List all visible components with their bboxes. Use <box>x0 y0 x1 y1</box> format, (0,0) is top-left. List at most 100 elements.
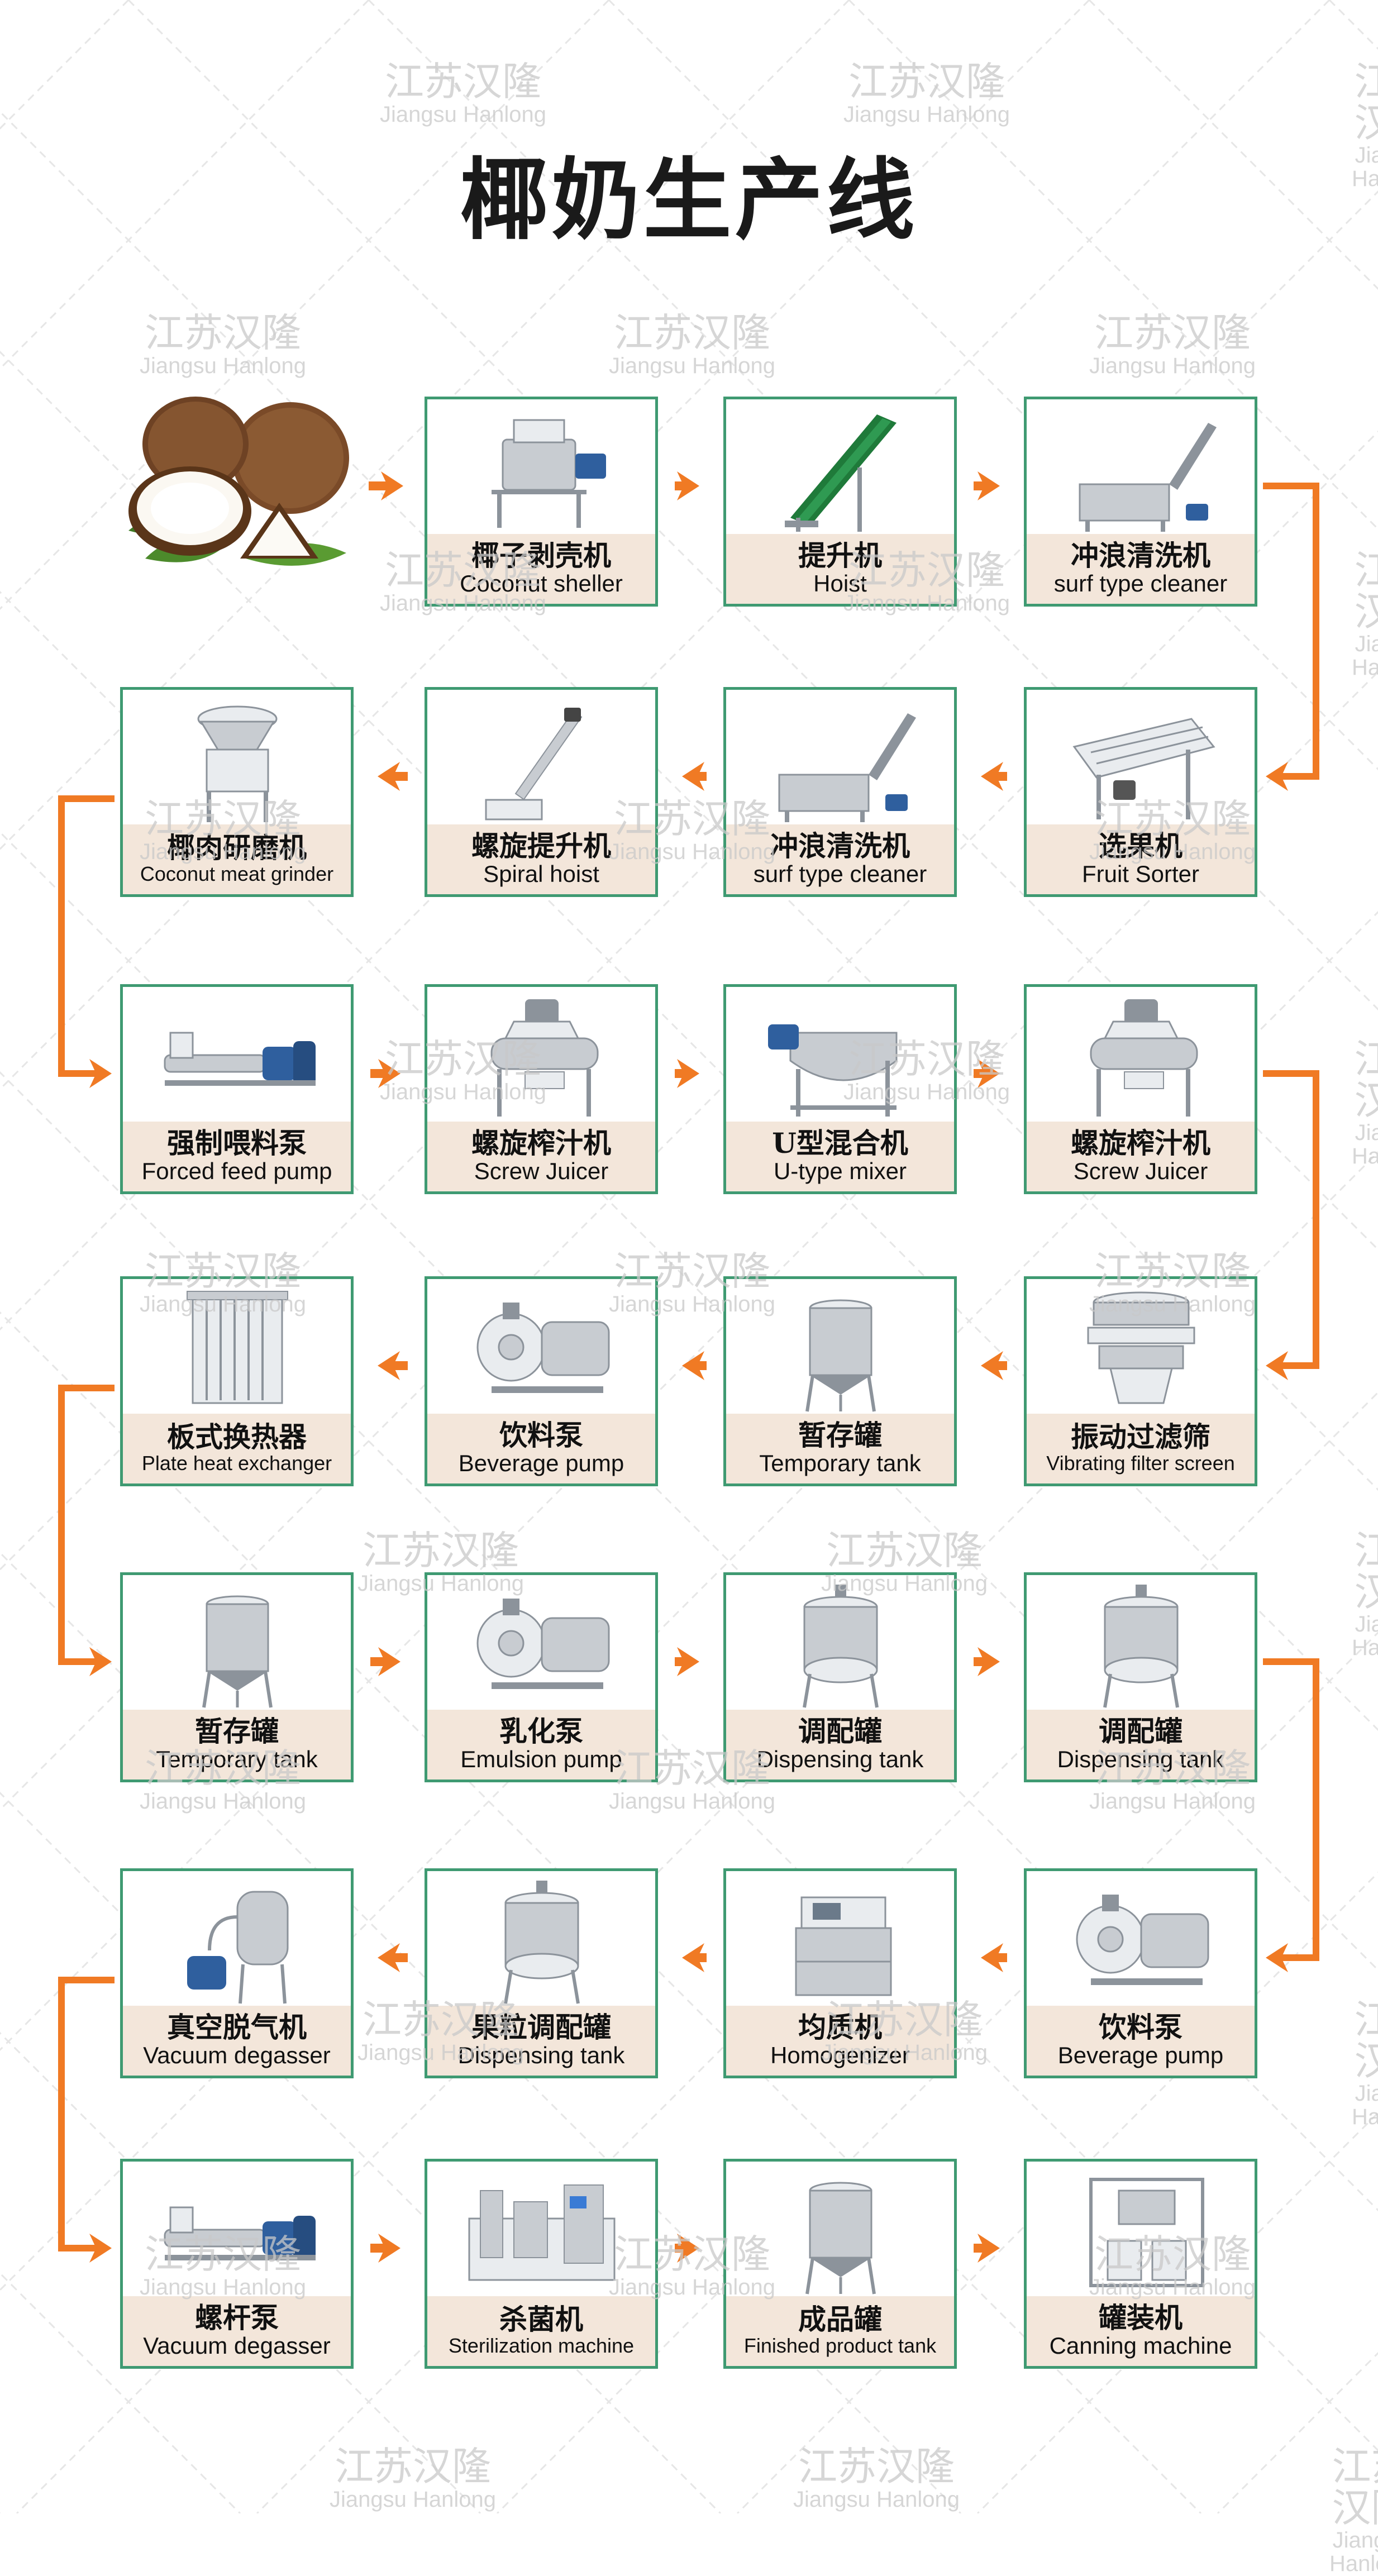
row-connector <box>1263 483 1319 780</box>
watermark-cn: 江苏汉隆 <box>1354 1528 1378 1615</box>
step-name-cn: 板式换热器 <box>167 1420 307 1454</box>
step-name-cn: 饮料泵 <box>499 1419 583 1452</box>
mixing-tank-icon <box>803 1585 879 1708</box>
step-name-en: Coconut meat grinder <box>140 862 334 885</box>
screw-pump-icon <box>164 1032 316 1086</box>
watermark-cn: 江苏汉隆 <box>1354 1036 1378 1123</box>
step-label: 罐装机 Canning machine <box>1027 2296 1255 2366</box>
pump-icon <box>1076 1895 1209 1985</box>
step-card: 真空脱气机 Vacuum degasser <box>120 1868 354 2078</box>
step-label: 螺杆泵 Vacuum degasser <box>123 2296 351 2366</box>
sterilizer-icon <box>468 2184 616 2281</box>
step-name-cn: 成品罐 <box>798 2303 882 2336</box>
step-name-en: Beverage pump <box>1057 2041 1224 2068</box>
watermark-cn: 江苏汉隆 <box>1332 2444 1378 2531</box>
watermark-cn: 江苏汉隆 <box>1094 1745 1251 1791</box>
row-connector <box>1263 1658 1319 1961</box>
watermark-cn: 江苏汉隆 <box>363 1997 519 2043</box>
step-name-cn: U型混合机 <box>772 1127 908 1160</box>
watermark-en: Jiangsu Hanlong <box>1089 839 1256 864</box>
tank-icon <box>805 2182 876 2294</box>
watermark-en: Jiangsu Hanlong <box>1352 1120 1378 1168</box>
watermark-en: Jiangsu Hanlong <box>380 102 546 127</box>
watermark-en: Jiangsu Hanlong <box>1089 1291 1256 1316</box>
step-card: 椰肉研磨机 Coconut meat grinder <box>120 687 354 897</box>
tank-icon <box>202 1595 273 1708</box>
row-connector <box>58 1385 115 1665</box>
watermark-en: Jiangsu Hanlong <box>1329 2528 1378 2576</box>
watermark-cn: 江苏汉隆 <box>385 59 541 104</box>
step-name-en: Plate heat exchanger <box>141 1451 332 1475</box>
juicer-icon <box>1090 999 1198 1117</box>
step-card: 强制喂料泵 Forced feed pump <box>120 984 354 1194</box>
step-name-cn: 冲浪清洗机 <box>770 829 910 863</box>
homogenizer-icon <box>795 1896 892 1996</box>
step-name-en: Canning machine <box>1049 2332 1232 2359</box>
step-label: U型混合机 U-type mixer <box>726 1122 954 1191</box>
watermark-en: Jiangsu Hanlong <box>357 1571 524 1596</box>
mixing-tank-icon <box>504 1881 580 2004</box>
watermark-cn: 江苏汉隆 <box>1354 59 1378 146</box>
watermark-en: Jiangsu Hanlong <box>1352 632 1378 680</box>
conveyor-icon <box>785 414 897 532</box>
watermark-en: Jiangsu Hanlong <box>843 590 1010 616</box>
tank-icon <box>805 1299 876 1412</box>
step-name-en: Vacuum degasser <box>143 2332 331 2359</box>
step-name-cn: 杀菌机 <box>499 2303 583 2336</box>
watermark-en: Jiangsu Hanlong <box>821 2040 988 2065</box>
step-card: 螺旋榨汁机 Screw Juicer <box>1024 984 1257 1194</box>
step-name-cn: 调配罐 <box>798 1715 882 1748</box>
watermark-cn: 江苏汉隆 <box>1094 2231 1251 2277</box>
watermark-en: Jiangsu Hanlong <box>1089 353 1256 378</box>
watermark-cn: 江苏汉隆 <box>1354 547 1378 635</box>
step-name-cn: 冲浪清洗机 <box>1071 539 1210 573</box>
watermark-cn: 江苏汉隆 <box>385 547 541 593</box>
step-card: 螺旋提升机 Spiral hoist <box>425 687 658 897</box>
coconut-image <box>128 397 349 566</box>
step-name-en: U-type mixer <box>773 1157 907 1184</box>
watermark-en: Jiangsu Hanlong <box>380 590 546 616</box>
step-label: 振动过滤筛 Vibrating filter screen <box>1027 1414 1255 1483</box>
watermark-en: Jiangsu Hanlong <box>380 1079 546 1104</box>
watermark-cn: 江苏汉隆 <box>1094 310 1251 356</box>
step-name-cn: 饮料泵 <box>1099 2011 1182 2044</box>
watermark-cn: 江苏汉隆 <box>614 1745 770 1791</box>
washer-icon <box>1079 423 1217 532</box>
row-connector <box>58 795 115 1077</box>
watermark-en: Jiangsu Hanlong <box>140 2274 306 2300</box>
washer-icon <box>778 713 916 822</box>
watermark-cn: 江苏汉隆 <box>848 59 1005 104</box>
watermark-en: Jiangsu Hanlong <box>330 2487 496 2512</box>
watermark-cn: 江苏汉隆 <box>826 1997 983 2043</box>
step-name-cn: 暂存罐 <box>195 1715 279 1748</box>
step-name-cn: 暂存罐 <box>798 1419 882 1452</box>
watermark-cn: 江苏汉隆 <box>798 2444 955 2489</box>
mixing-tank-icon <box>1103 1585 1179 1708</box>
watermark-en: Jiangsu Hanlong <box>609 839 775 864</box>
watermark-en: Jiangsu Hanlong <box>140 1291 306 1316</box>
watermark-cn: 江苏汉隆 <box>1094 1248 1251 1294</box>
step-name-en: Fruit Sorter <box>1081 860 1200 887</box>
watermark-cn: 江苏汉隆 <box>145 1248 301 1294</box>
